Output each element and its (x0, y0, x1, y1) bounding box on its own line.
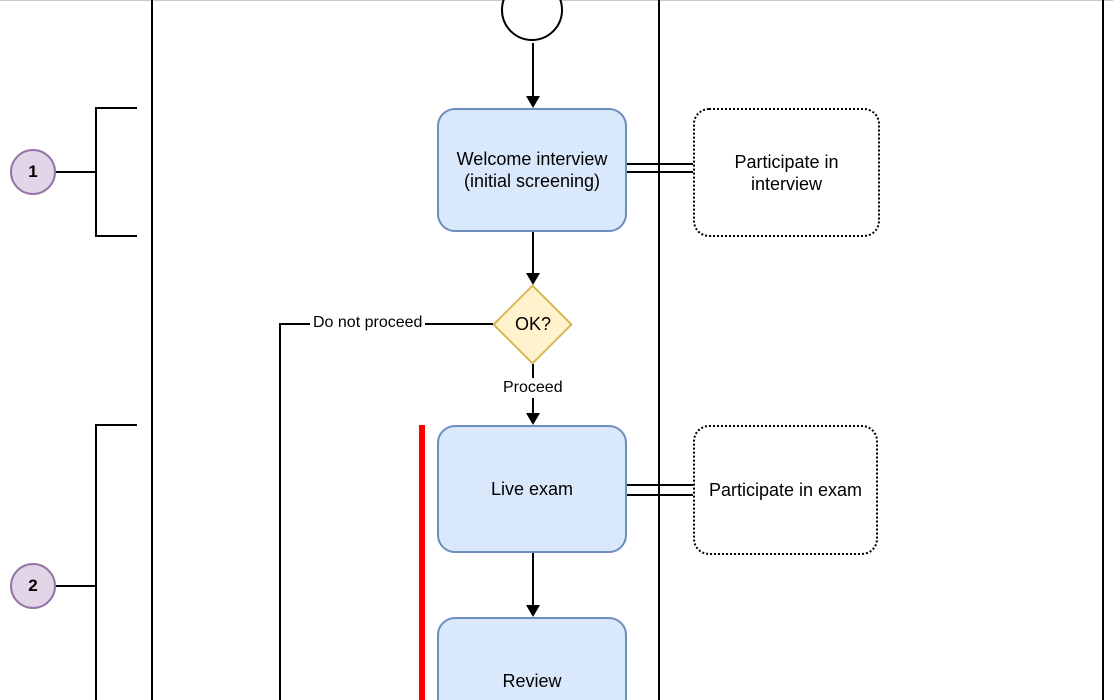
phase-2-label: 2 (28, 576, 38, 595)
arrowhead-icon (526, 96, 540, 108)
lane-divider-middle (658, 0, 660, 700)
phase-2-connector-line (56, 585, 95, 587)
decision-label: OK? (514, 314, 552, 334)
task-welcome-interview-label: Welcome interview (initial screening) (457, 148, 608, 192)
task-review-label: Review (502, 671, 562, 691)
flow-line-welcome-to-decision (532, 232, 534, 274)
task-welcome-line2: (initial screening) (463, 171, 601, 191)
task-live-exam: Live exam (437, 425, 627, 553)
annotation-participate-interview: Participate in interview (693, 108, 880, 237)
flow-line-reject-vertical (279, 323, 281, 700)
task-welcome-interview: Welcome interview (initial screening) (437, 108, 627, 232)
edge-label-do-not-proceed: Do not proceed (310, 313, 426, 333)
arrowhead-icon (526, 273, 540, 285)
edge-label-proceed: Proceed (500, 378, 566, 398)
lane-divider-right (1102, 0, 1104, 700)
flow-line-start-to-welcome (532, 43, 534, 98)
annotation-participate-exam-label: Participate in exam (708, 480, 863, 500)
annotation-interview-line1: Participate in (734, 151, 839, 172)
message-link-interview (627, 163, 693, 173)
message-link-exam (627, 484, 693, 496)
phase-1-connector-line (56, 171, 95, 173)
start-event-circle (501, 0, 563, 41)
arrowhead-icon (526, 605, 540, 617)
arrowhead-icon (526, 413, 540, 425)
task-welcome-line1: Welcome interview (456, 149, 608, 169)
task-live-exam-label: Live exam (490, 479, 574, 499)
phase-2-bracket (95, 424, 137, 700)
phase-1-marker: 1 (10, 149, 56, 195)
flow-line-exam-to-review (532, 553, 534, 605)
task-review: Review (437, 617, 627, 700)
annotation-interview-line2: interview (750, 173, 823, 194)
phase-1-bracket (95, 107, 137, 237)
annotation-participate-exam: Participate in exam (693, 425, 878, 555)
annotation-participate-interview-label: Participate in interview (734, 151, 838, 195)
highlight-bar (419, 425, 425, 700)
phase-2-marker: 2 (10, 563, 56, 609)
lane-divider-left (151, 0, 153, 700)
phase-1-label: 1 (28, 162, 38, 181)
